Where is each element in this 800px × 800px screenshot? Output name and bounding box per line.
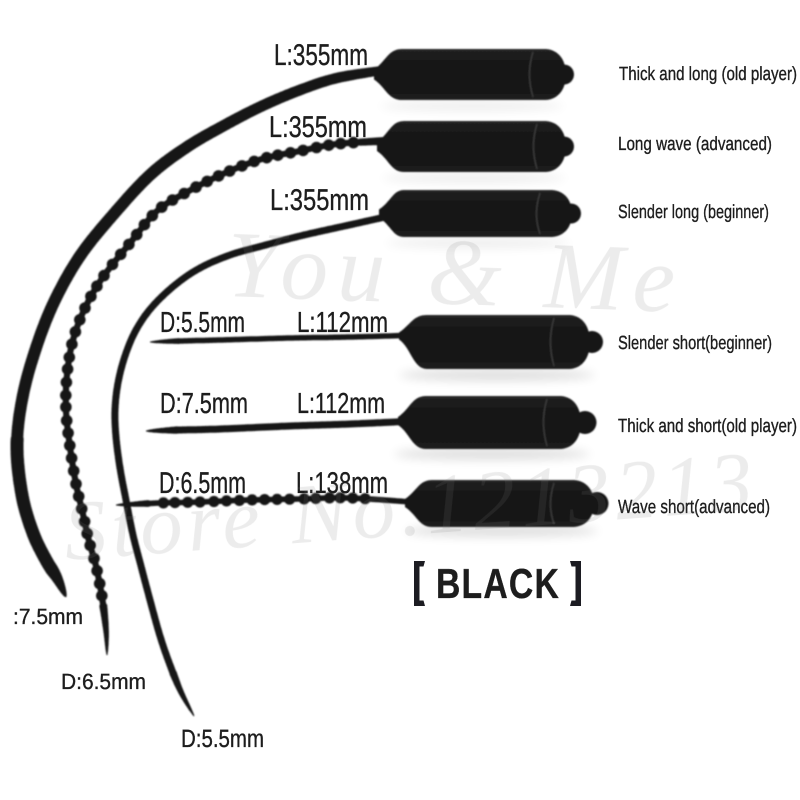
svg-text:D:5.5mm: D:5.5mm — [181, 725, 264, 753]
svg-text:D:6.5mm: D:6.5mm — [159, 467, 246, 500]
svg-text:L:355mm: L:355mm — [270, 184, 369, 217]
svg-text:BLACK: BLACK — [436, 560, 560, 607]
svg-text:L:112mm: L:112mm — [297, 307, 388, 339]
svg-text:Wave short(advanced): Wave short(advanced) — [618, 497, 770, 518]
svg-text:L:112mm: L:112mm — [297, 388, 385, 420]
svg-text:D:5.5mm: D:5.5mm — [160, 307, 245, 339]
svg-text:Thick and long (old player): Thick and long (old player) — [619, 64, 797, 85]
svg-text:Thick and short(old player): Thick and short(old player) — [618, 416, 797, 437]
svg-text:Slender long (beginner): Slender long (beginner) — [618, 202, 769, 223]
svg-text:L:138mm: L:138mm — [296, 467, 388, 500]
svg-text:Long wave (advanced): Long wave (advanced) — [618, 134, 772, 155]
svg-text:You & Me: You & Me — [225, 211, 676, 333]
svg-text:D:7.5mm: D:7.5mm — [160, 388, 248, 420]
svg-text:L:355mm: L:355mm — [269, 111, 367, 144]
svg-text::7.5mm: :7.5mm — [13, 604, 83, 629]
svg-text:Slender short(beginner): Slender short(beginner) — [618, 333, 772, 354]
svg-text:L:355mm: L:355mm — [274, 39, 368, 72]
svg-text:D:6.5mm: D:6.5mm — [61, 669, 146, 694]
